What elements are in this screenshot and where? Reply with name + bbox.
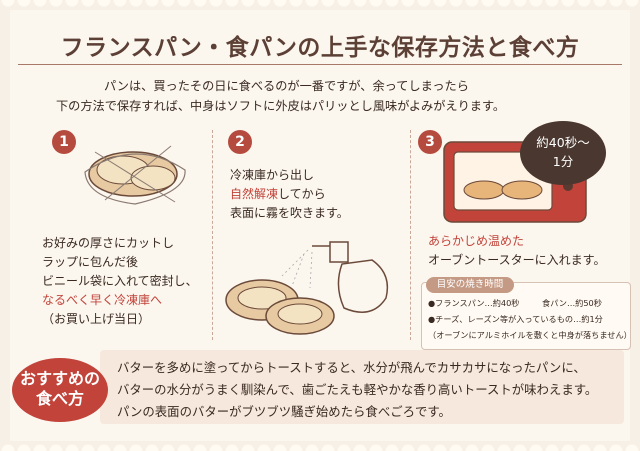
recommendation-line-1: バターを多めに塗ってからトーストすると、水分が飛んでカサカサになったパンに、: [117, 360, 586, 375]
step-2-text-3: 表面に霧を吹きます。: [230, 206, 349, 220]
time-badge: 約40秒〜 1分: [520, 121, 606, 185]
title-divider: [18, 64, 622, 65]
step-3-text-2: オーブントースターに入れます。: [428, 253, 606, 267]
recommendation-line-2: バターの水分がうまく馴染んで、歯ごたえも軽やかな香り高いトーストが味わえます。: [117, 382, 598, 397]
time-badge-line-2: 1分: [552, 154, 574, 169]
recommendation-label-line-1: おすすめの: [19, 369, 100, 388]
step-1-text-3: ビニール袋に入れて密封し、: [42, 274, 198, 288]
recommendation-box: [100, 350, 624, 424]
recommendation-line-3: パンの表面のバターがブツブツ騒ぎ始めたら食べごろです。: [117, 404, 451, 419]
baking-time-heading: 目安の焼き時間: [426, 277, 514, 293]
lace-border-bottom: [0, 437, 640, 451]
step-1-text-1: お好みの厚さにカットし: [42, 236, 175, 250]
time-badge-line-1: 約40秒〜: [536, 135, 590, 150]
step-2-text-1: 冷凍庫から出し: [230, 168, 315, 182]
spray-bread-illustration: [225, 241, 389, 335]
column-divider-1: [212, 130, 213, 340]
wrapped-bread-illustration: [84, 145, 186, 205]
recommendation-label: おすすめの 食べ方: [12, 358, 108, 422]
step-1-text-red: なるべく早く冷凍庫へ: [42, 293, 163, 307]
step-3-text-red: あらかじめ温めた: [428, 234, 525, 248]
step-2-text-2: 自然解凍してから: [230, 187, 326, 201]
guide-row-1-right: 食パン…約50秒: [542, 298, 602, 308]
guide-row-1-left: ●フランスパン…約40秒: [428, 298, 520, 308]
step-1-text-2: ラップに包んだ後: [42, 255, 139, 269]
recommendation-label-line-2: 食べ方: [35, 389, 84, 408]
guide-row-3: （オーブンにアルミホイルを敷くと中身が落ちません）: [428, 330, 632, 340]
page-title: フランスパン・食パンの上手な保存方法と食べ方: [60, 35, 580, 61]
step-1-number: 1: [52, 130, 76, 154]
intro-line-1: パンは、買ったその日に食べるのが一番ですが、余ってしまったら: [104, 79, 469, 93]
step-3-number: 3: [418, 130, 442, 154]
column-divider-2: [410, 130, 411, 340]
step-2-number: 2: [228, 130, 252, 154]
step-1-note: （お買い上げ当日）: [42, 312, 151, 326]
baking-time-guide: [421, 282, 631, 350]
intro-line-2: 下の方法で保存すれば、中身はソフトに外皮はパリッとし風味がよみがえります。: [56, 99, 506, 113]
guide-row-2: ●チーズ、レーズン等が入っているもの…約1分: [428, 314, 603, 324]
